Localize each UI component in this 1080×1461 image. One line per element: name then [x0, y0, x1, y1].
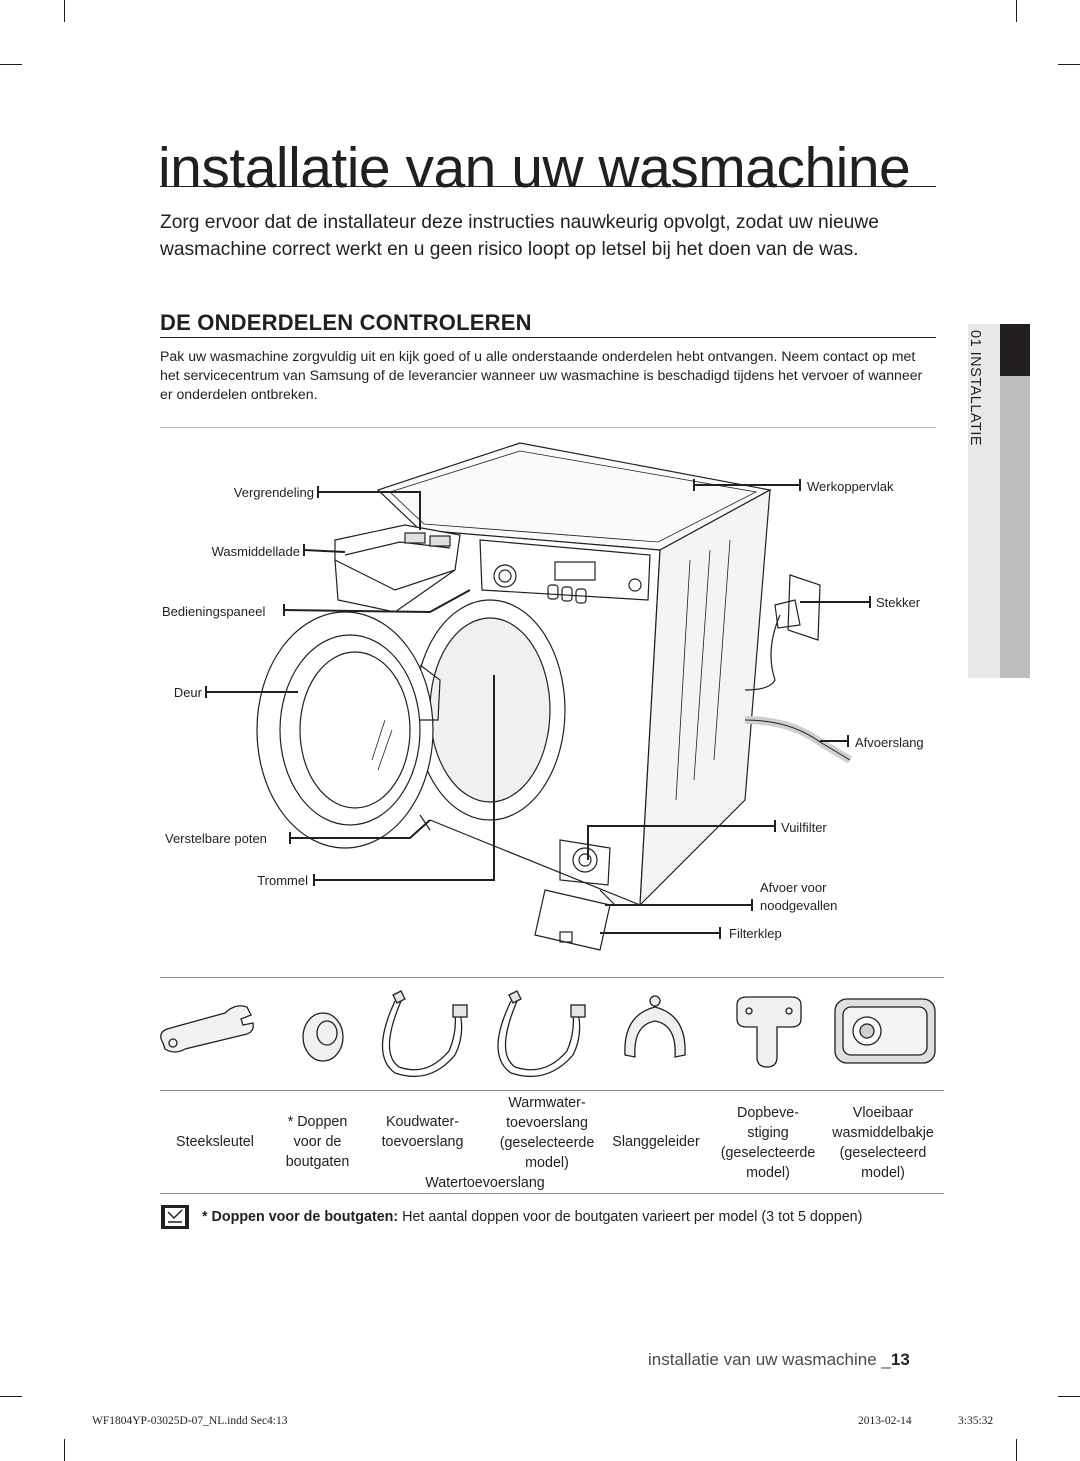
washing-machine-diagram [205, 442, 871, 951]
footer-title-text: installatie van uw wasmachine _ [648, 1350, 891, 1369]
crop-mark [0, 64, 22, 65]
parts-top-rule [160, 977, 944, 978]
part-caption-doppen: * Doppen voor de boutgaten [285, 1114, 350, 1170]
bolt-cap-icon [302, 1012, 344, 1062]
label-vergrendeling: Vergrendeling [233, 485, 314, 500]
cap-fixer-icon [736, 996, 802, 1068]
label-werkoppervlak: Werkoppervlak [807, 479, 894, 494]
part-caption-slanggeleider: Slanggeleider [612, 1134, 700, 1150]
label-stekker: Stekker [876, 595, 921, 610]
hot-water-hose-icon [497, 990, 586, 1077]
side-tab-text: 01 INSTALLATIE [967, 330, 983, 447]
crop-mark [1016, 1439, 1017, 1461]
part-caption-warmwater: Warmwater- toevoerslang (geselecteerde m… [499, 1095, 595, 1171]
note-icon [161, 1205, 189, 1229]
crop-mark [64, 0, 65, 22]
side-tab-marker [1000, 324, 1030, 376]
part-caption-dopbevestiging: Dopbeve- stiging (geselecteerde model) [720, 1105, 816, 1181]
label-filterklep: Filterklep [729, 926, 782, 941]
title-underline [160, 186, 936, 187]
section-body: Pak uw wasmachine zorgvuldig uit en kijk… [160, 348, 923, 402]
crop-mark [1016, 0, 1017, 22]
label-afvoerslang: Afvoerslang [855, 735, 924, 750]
side-tab-bar [1000, 376, 1030, 678]
label-trommel: Trommel [257, 873, 308, 888]
parts-mid-rule [160, 1090, 944, 1091]
label-afvoer-noodgevallen: Afvoer voor noodgevallen [760, 880, 838, 913]
cold-water-hose-icon [381, 990, 468, 1077]
label-deur: Deur [173, 685, 202, 700]
note-label: * Doppen voor de boutgaten: [202, 1209, 399, 1225]
note-text: * Doppen voor de boutgaten: Het aantal d… [202, 1209, 862, 1225]
crop-mark [1058, 1396, 1080, 1397]
crop-mark [64, 1439, 65, 1461]
liquid-detergent-container-icon [834, 998, 936, 1064]
intro-paragraph: Zorg ervoor dat de installateur deze ins… [160, 212, 879, 260]
label-bedieningspaneel: Bedieningspaneel [162, 604, 266, 619]
print-date: 2013-02-14 [858, 1415, 912, 1427]
label-verstelbare-poten: Verstelbare poten [165, 831, 267, 846]
print-time: 3:35:32 [958, 1415, 994, 1427]
divider [160, 427, 936, 428]
hose-guide-icon [624, 995, 686, 1058]
part-caption-steeksleutel: Steeksleutel [176, 1134, 254, 1150]
print-file-info: WF1804YP-03025D-07_NL.indd Sec4:13 [92, 1415, 288, 1427]
label-vuilfilter: Vuilfilter [781, 820, 827, 835]
label-wasmiddellade: Wasmiddellade [211, 544, 300, 559]
crop-mark [0, 1396, 22, 1397]
side-tab-background [968, 324, 1000, 678]
note-body: Het aantal doppen voor de boutgaten vari… [398, 1209, 863, 1225]
page-number: 13 [890, 1350, 910, 1369]
water-hose-group-caption: Watertoevoerslang [425, 1175, 545, 1191]
parts-bottom-rule [160, 1193, 944, 1194]
part-caption-koudwater: Koudwater- toevoerslang [381, 1114, 464, 1150]
part-caption-vloeibaar-wasmiddelbakje: Vloeibaar wasmiddelbakje (geselecteerd m… [832, 1105, 934, 1181]
footer-title: installatie van uw wasmachine _13 [648, 1350, 910, 1370]
parts-icons [160, 990, 936, 1077]
wrench-icon [160, 1005, 254, 1053]
page-title: installatie van uw wasmachine [158, 136, 911, 200]
section-rule [160, 337, 936, 338]
section-heading: DE ONDERDELEN CONTROLEREN [160, 310, 532, 335]
crop-mark [1058, 64, 1080, 65]
side-tab-label: 01 INSTALLATIE [967, 330, 1001, 480]
